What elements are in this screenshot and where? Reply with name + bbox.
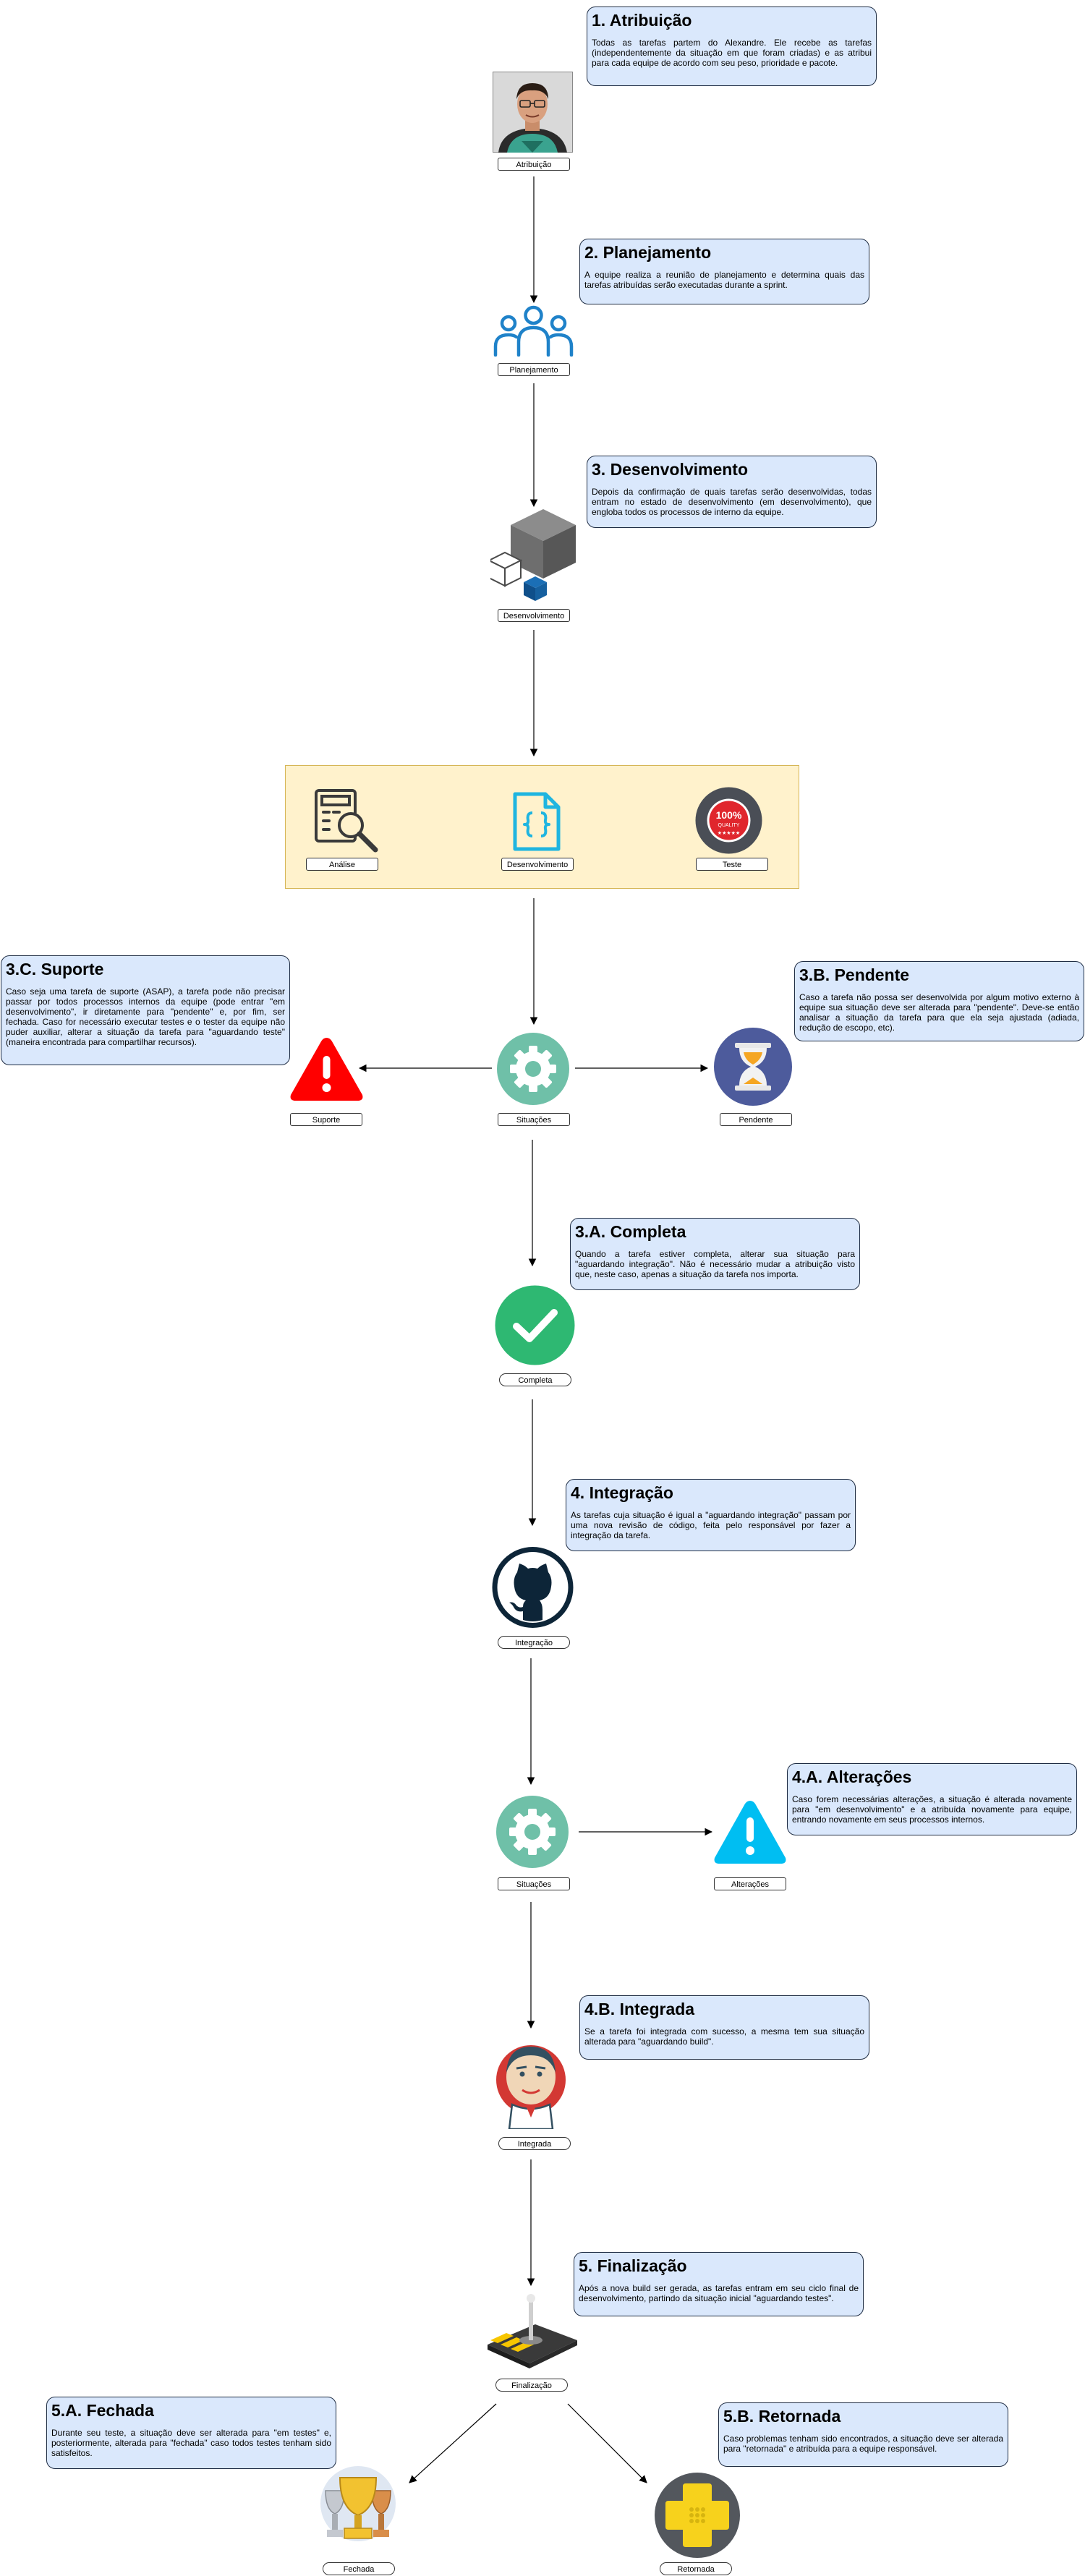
note-text: Caso forem necessárias alterações, a sit…	[792, 1794, 1072, 1825]
note-text: Caso seja uma tarefa de suporte (ASAP), …	[6, 986, 285, 1047]
note-text: Caso a tarefa não possa ser desenvolvida…	[799, 992, 1079, 1033]
gear-icon	[496, 1032, 570, 1106]
hourglass-icon	[713, 1027, 793, 1106]
note-text: Se a tarefa foi integrada com sucesso, a…	[584, 2026, 864, 2047]
note-title: 4.A. Alterações	[792, 1767, 912, 1786]
check-circle-icon	[495, 1285, 575, 1365]
badge-text-top: 100%	[716, 809, 742, 821]
plus-badge-icon	[654, 2472, 741, 2559]
note-retornada: 5.B. Retornada Caso problemas tenham sid…	[718, 2402, 1008, 2467]
note-fechada: 5.A. Fechada Durante seu teste, a situaç…	[46, 2397, 336, 2469]
note-completa: 3.A. Completa Quando a tarefa estiver co…	[570, 1218, 860, 1290]
note-desenvolvimento: 3. Desenvolvimento Depois da confirmação…	[587, 456, 877, 528]
trophy-icon	[312, 2462, 404, 2551]
note-atribuicao: 1. Atribuição Todas as tarefas partem do…	[587, 7, 877, 86]
badge-text-bottom: QUALITY	[718, 823, 740, 828]
label-situacoes-2: Situações	[498, 1877, 570, 1890]
label-completa: Completa	[499, 1373, 571, 1386]
cubes-icon	[487, 506, 577, 604]
note-text: A equipe realiza a reunião de planejamen…	[584, 270, 864, 290]
note-planejamento: 2. Planejamento A equipe realiza a reuni…	[579, 239, 869, 304]
note-title: 5.B. Retornada	[723, 2407, 841, 2426]
label-teste: Teste	[696, 858, 768, 871]
label-integracao: Integração	[498, 1636, 570, 1649]
note-text: Quando a tarefa estiver completa, altera…	[575, 1249, 855, 1279]
note-title: 3.C. Suporte	[6, 960, 104, 978]
note-title: 5.A. Fechada	[51, 2401, 154, 2420]
edge-finalizacao-fechada	[409, 2403, 497, 2483]
github-icon	[492, 1543, 574, 1632]
note-alteracoes: 4.A. Alterações Caso forem necessárias a…	[787, 1763, 1077, 1835]
note-suporte: 3.C. Suporte Caso seja uma tarefa de sup…	[1, 955, 290, 1065]
note-pendente: 3.B. Pendente Caso a tarefa não possa se…	[794, 961, 1084, 1041]
note-text: Durante seu teste, a situação deve ser a…	[51, 2428, 331, 2458]
label-suporte: Suporte	[290, 1113, 362, 1126]
label-retornada: Retornada	[660, 2562, 732, 2575]
note-title: 4. Integração	[571, 1483, 673, 1502]
note-text: Todas as tarefas partem do Alexandre. El…	[592, 38, 872, 68]
note-integracao: 4. Integração As tarefas cuja situação é…	[566, 1479, 856, 1551]
label-alteracoes: Alterações	[714, 1877, 786, 1890]
note-title: 3. Desenvolvimento	[592, 460, 749, 479]
note-title: 1. Atribuição	[592, 11, 692, 30]
edge-finalizacao-retornada	[567, 2403, 647, 2483]
note-title: 2. Planejamento	[584, 243, 712, 262]
label-analise: Análise	[306, 858, 378, 871]
note-integrada: 4.B. Integrada Se a tarefa foi integrada…	[579, 1995, 869, 2060]
note-title: 5. Finalização	[579, 2256, 687, 2275]
note-text: Após a nova build ser gerada, as tarefas…	[579, 2283, 859, 2303]
label-desenvolvimento-2: Desenvolvimento	[501, 858, 574, 871]
jenkins-icon	[495, 2038, 567, 2131]
note-text: Depois da confirmação de quais tarefas s…	[592, 487, 872, 517]
gear-icon	[495, 1795, 569, 1869]
note-text: Caso problemas tenham sido encontrados, …	[723, 2434, 1003, 2454]
joystick-icon	[485, 2293, 579, 2368]
label-situacoes: Situações	[498, 1113, 570, 1126]
code-file-icon	[511, 791, 563, 852]
team-icon	[493, 304, 574, 357]
label-desenvolvimento: Desenvolvimento	[498, 609, 570, 622]
label-pendente: Pendente	[720, 1113, 792, 1126]
red-warning-icon	[289, 1036, 365, 1102]
label-finalizacao: Finalização	[495, 2379, 568, 2392]
blue-warning-icon	[712, 1799, 788, 1865]
note-title: 3.B. Pendente	[799, 965, 910, 984]
person-photo-icon	[493, 72, 573, 153]
label-atribuicao: Atribuição	[498, 158, 570, 171]
note-title: 3.A. Completa	[575, 1222, 686, 1241]
calculator-magnifier-icon	[313, 788, 380, 854]
note-title: 4.B. Integrada	[584, 2000, 695, 2018]
note-finalizacao: 5. Finalização Após a nova build ser ger…	[574, 2252, 864, 2316]
quality-badge-icon: 100% QUALITY ★★★★★	[695, 787, 762, 854]
badge-stars: ★★★★★	[718, 830, 740, 836]
label-planejamento: Planejamento	[498, 363, 570, 376]
label-integrada: Integrada	[498, 2137, 571, 2150]
label-fechada: Fechada	[323, 2562, 395, 2575]
note-text: As tarefas cuja situação é igual a "agua…	[571, 1510, 851, 1540]
